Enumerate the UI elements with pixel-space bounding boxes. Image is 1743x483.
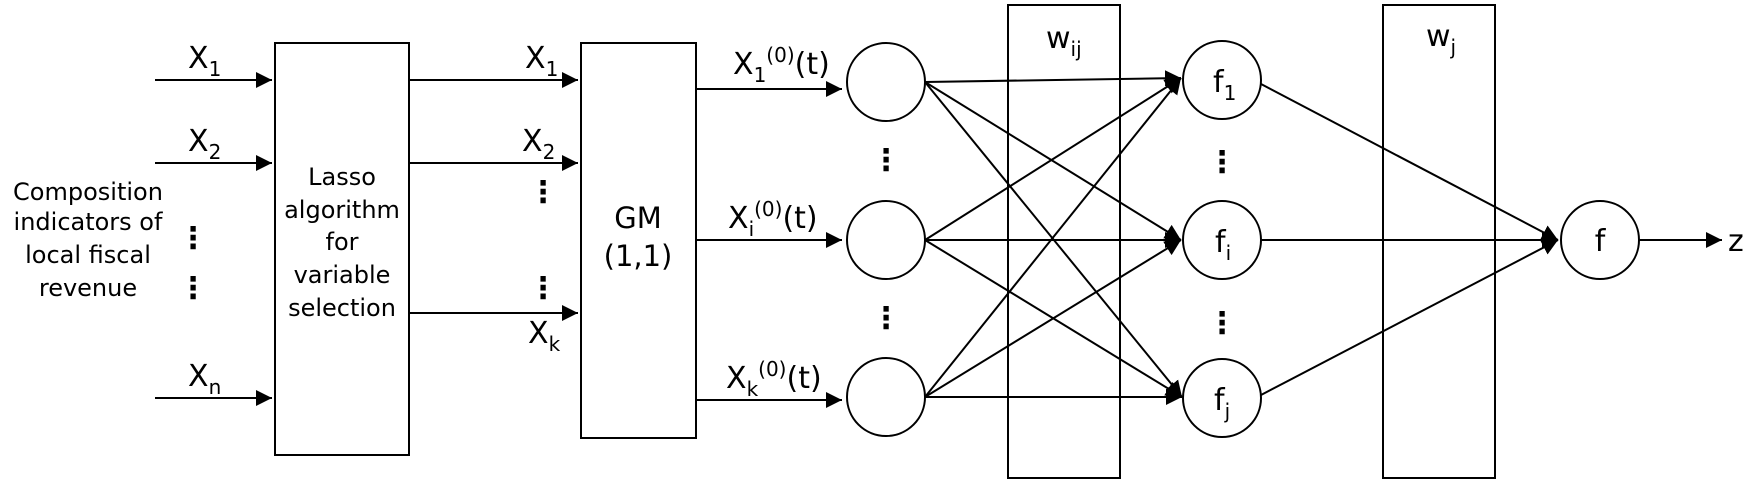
input-group-line-2: indicators of <box>14 208 163 236</box>
weight-ij-box <box>1007 4 1121 479</box>
gm-output-label-k: Xk(0)(t) <box>726 357 822 401</box>
hidden-node-i <box>1182 200 1262 280</box>
hidden-node-j <box>1182 358 1262 438</box>
input-arrows <box>155 72 272 406</box>
input-to-hidden-connections <box>924 70 1183 405</box>
lasso-box-label: Lasso algorithm for variable selection <box>284 163 400 322</box>
gm-output-label-1: X1(0)(t) <box>733 43 830 87</box>
lasso-box <box>274 42 410 456</box>
input-label-xn: Xn <box>188 359 221 399</box>
hidden-ellipsis-1: ⋮ <box>1207 145 1237 180</box>
hidden-layer-nodes <box>1182 40 1262 438</box>
hidden-node-1 <box>1182 40 1262 120</box>
edge-ai-h1 <box>924 77 1182 241</box>
gm-output-arrows <box>697 81 842 408</box>
selected-arrows <box>410 72 578 321</box>
lasso-line-1: Lasso <box>308 163 376 191</box>
input-group-line-1: Composition <box>13 178 163 206</box>
edge-ak-hi <box>924 239 1182 398</box>
output-node-label: f <box>1595 224 1607 259</box>
input-layer-nodes <box>846 42 926 437</box>
input-label-x2: X2 <box>188 124 221 164</box>
selected-ellipsis-1: ⋮ <box>528 175 558 210</box>
selected-label-x2: X2 <box>522 124 555 164</box>
edge-a1-hi <box>924 81 1182 241</box>
input-group-label: Composition indicators of local fiscal r… <box>13 178 163 302</box>
input-group-line-4: revenue <box>39 274 137 302</box>
weight-j-label: wj <box>1426 19 1456 59</box>
weight-ij-label: wij <box>1046 21 1082 61</box>
edge-a1-h1 <box>924 70 1182 87</box>
input-group-line-3: local fiscal <box>25 241 151 269</box>
input-node-ellipsis-1: ⋮ <box>871 143 901 178</box>
selected-ellipsis-2: ⋮ <box>528 271 558 306</box>
weight-j-box <box>1382 4 1496 479</box>
input-node-ellipsis-2: ⋮ <box>871 301 901 336</box>
lasso-line-5: selection <box>288 294 396 322</box>
input-ellipsis-2: ⋮ <box>178 271 208 306</box>
lasso-line-2: algorithm <box>284 196 400 224</box>
input-ellipsis-1: ⋮ <box>178 221 208 256</box>
lasso-line-3: for <box>326 228 359 256</box>
input-node-1 <box>846 42 926 122</box>
hidden-to-output-connections <box>1260 83 1559 396</box>
hidden-node-label-i: fi <box>1215 225 1231 265</box>
gm-output-label-i: Xi(0)(t) <box>728 197 818 241</box>
input-node-i <box>846 200 926 280</box>
gm-line-2: (1,1) <box>604 239 673 273</box>
selected-label-xk: Xk <box>528 316 561 356</box>
gm-box <box>580 42 697 439</box>
output-node <box>1560 200 1640 280</box>
input-label-x1: X1 <box>188 41 221 81</box>
gm-line-1: GM <box>614 201 662 235</box>
hidden-node-label-j: fj <box>1214 383 1230 423</box>
selected-label-x1: X1 <box>525 41 558 81</box>
final-output-label: z <box>1728 224 1743 259</box>
hidden-ellipsis-2: ⋮ <box>1207 306 1237 341</box>
edge-hj-out <box>1260 239 1559 396</box>
hidden-node-label-1: f1 <box>1213 65 1236 105</box>
edge-ak-h1 <box>924 77 1182 398</box>
edge-h1-out <box>1260 83 1559 241</box>
lasso-line-4: variable <box>294 261 391 289</box>
input-node-k <box>846 357 926 437</box>
